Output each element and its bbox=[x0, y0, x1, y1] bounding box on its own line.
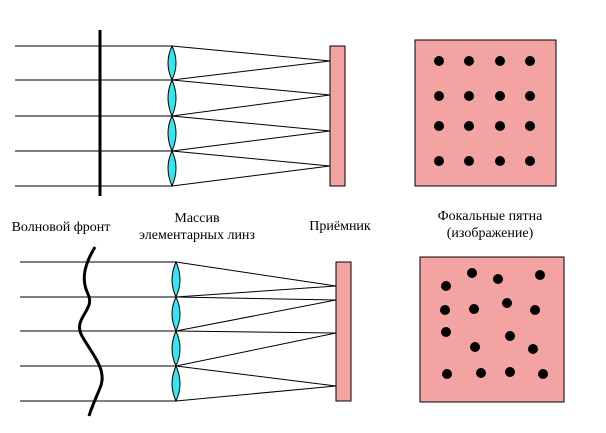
lenslet bbox=[171, 295, 181, 333]
lenslet bbox=[167, 78, 177, 118]
focal-spot bbox=[505, 367, 515, 377]
focal-spot bbox=[495, 91, 505, 101]
focal-spot bbox=[528, 344, 538, 354]
focal-spots-label-line2: (изображение) bbox=[446, 226, 534, 241]
lens-array-label-line1: Массив bbox=[174, 211, 220, 226]
focal-spots-top bbox=[434, 56, 535, 166]
focal-spot bbox=[469, 304, 479, 314]
focal-spot bbox=[525, 121, 535, 131]
focal-spot bbox=[470, 342, 480, 352]
focal-spot bbox=[535, 270, 545, 280]
focal-spots-label-line1: Фокальные пятна bbox=[437, 209, 543, 224]
lenslet bbox=[167, 114, 177, 153]
lenslet bbox=[171, 260, 181, 299]
focal-spot bbox=[467, 268, 477, 278]
focusing-rays-bottom bbox=[175, 261, 337, 402]
focal-spot bbox=[464, 56, 474, 66]
incoming-rays-bottom bbox=[20, 261, 176, 402]
focal-spot bbox=[525, 156, 535, 166]
focal-spot bbox=[525, 91, 535, 101]
focal-spot bbox=[538, 369, 548, 379]
incoming-rays-top bbox=[15, 45, 172, 187]
focal-spot bbox=[442, 369, 452, 379]
focal-spots-label: Фокальные пятна (изображение) bbox=[410, 208, 570, 242]
focal-spot bbox=[440, 305, 450, 315]
top-panel bbox=[15, 30, 557, 196]
focal-spot bbox=[493, 274, 503, 284]
focal-spot bbox=[495, 156, 505, 166]
focal-spot bbox=[441, 281, 451, 291]
focal-spot bbox=[495, 121, 505, 131]
focal-spot bbox=[434, 156, 444, 166]
focal-spot bbox=[530, 305, 540, 315]
bottom-panel bbox=[20, 246, 565, 417]
focal-spot bbox=[505, 331, 515, 341]
focal-spot bbox=[464, 121, 474, 131]
receiver-bottom bbox=[335, 261, 352, 402]
focal-spot bbox=[464, 156, 474, 166]
receiver-top bbox=[329, 45, 346, 187]
focal-spot bbox=[502, 298, 512, 308]
lens-array-label: Массив элементарных линз bbox=[122, 210, 272, 244]
focal-spot bbox=[434, 121, 444, 131]
distorted-wavefront bbox=[78, 246, 104, 417]
wavefront-label: Волновой фронт bbox=[11, 220, 111, 235]
lenslet bbox=[167, 149, 177, 188]
lenslet bbox=[167, 44, 177, 82]
focal-spot bbox=[525, 56, 535, 66]
lenslet bbox=[171, 364, 181, 403]
lenslet bbox=[171, 329, 181, 368]
lens-array-bottom bbox=[171, 260, 181, 403]
lens-array-label-line2: элементарных линз bbox=[139, 228, 255, 243]
focal-spot bbox=[434, 56, 444, 66]
focal-spot bbox=[464, 91, 474, 101]
focal-spot bbox=[476, 368, 486, 378]
focal-spot bbox=[434, 91, 444, 101]
focusing-rays-top bbox=[171, 45, 331, 187]
receiver-label: Приёмник bbox=[309, 219, 371, 234]
focal-spots-bottom bbox=[440, 268, 548, 379]
focal-spot bbox=[495, 56, 505, 66]
focal-spot bbox=[441, 327, 451, 337]
